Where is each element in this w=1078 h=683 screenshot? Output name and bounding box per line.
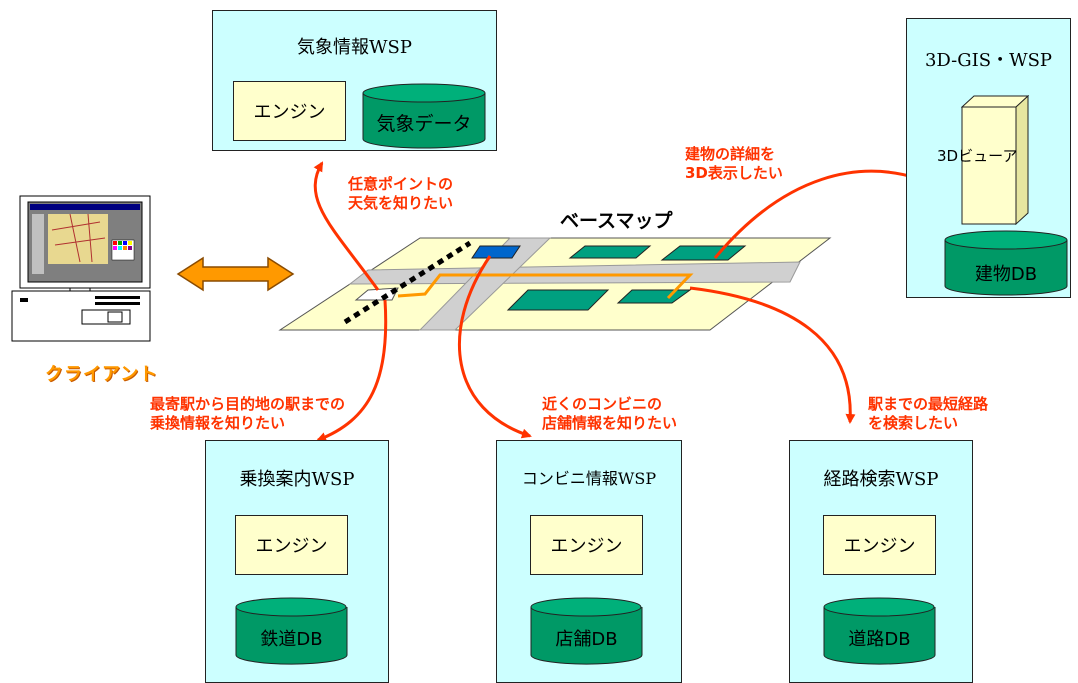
route-wsp-title: 経路検索WSP [823,469,939,490]
base-map [278,237,832,331]
arrow-transit [316,299,388,442]
building-annotation-line2: 3D表示したい [685,164,783,182]
store-annotation: 近くのコンビニの 店舗情報を知りたい [542,395,677,433]
building-3 [506,289,610,311]
route-annotation-line1: 駅までの最短経路 [868,395,989,413]
building-annotation-line1: 建物の詳細を [685,145,776,163]
building-annotation: 建物の詳細を 3D表示したい [685,145,783,183]
weather-wsp-title: 気象情報WSP [297,37,412,58]
weather-wsp-box: 気象情報WSP エンジン 気象データ [212,10,497,151]
building-1 [568,245,652,259]
client-computer-icon [11,195,151,342]
arrow-weather [313,161,380,291]
store-annotation-line2: 店舗情報を知りたい [542,414,678,432]
route-wsp-box: 経路検索WSP エンジン 道路DB [789,440,973,683]
building-blue [471,245,521,259]
arrow-convenience [458,255,532,439]
store-db-label: 店舗DB [555,629,618,650]
railway-db-label: 鉄道DB [260,629,323,650]
weather-annotation: 任意ポイントの 天気を知りたい [348,175,453,213]
road-db-label: 道路DB [848,629,911,650]
convenience-wsp-box: コンビニ情報WSP エンジン 店舗DB [496,440,682,683]
transit-annotation-line2: 乗換情報を知りたい [150,414,286,432]
weather-engine: エンジン [233,81,346,141]
building-db-label: 建物DB [974,264,1038,285]
railway-line [343,240,472,325]
building-db: 建物DB [944,230,1068,296]
3d-viewer-label: 3Dビューア [937,147,1018,165]
client-label: クライアント [45,364,159,385]
railway-db: 鉄道DB [235,597,348,665]
store-annotation-line1: 近くのコンビニの [542,395,663,413]
arrow-route [689,286,856,424]
gis3d-wsp-box: 3D-GIS・WSP 3Dビューア 建物DB [906,18,1071,298]
shortest-route-line [397,273,694,300]
weather-annotation-line1: 任意ポイントの [348,175,454,193]
weather-data-db: 気象データ [362,83,486,149]
convenience-wsp-title: コンビニ情報WSP [521,469,657,488]
road-db: 道路DB [823,597,936,665]
weather-annotation-line2: 天気を知りたい [348,194,454,212]
transit-wsp-title: 乗換案内WSP [239,469,355,490]
convenience-engine: エンジン [530,515,643,575]
gis3d-wsp-title: 3D-GIS・WSP [924,50,1053,71]
transit-engine: エンジン [235,515,348,575]
transit-wsp-box: 乗換案内WSP エンジン 鉄道DB [205,440,389,683]
weather-data-db-label: 気象データ [376,113,472,135]
transit-annotation-line1: 最寄駅から目的地の駅までの [150,395,346,413]
route-annotation: 駅までの最短経路 を検索したい [868,395,988,433]
diagonal-road [418,237,552,331]
route-engine: エンジン [823,515,936,575]
basemap-label: ベースマップ [560,210,673,232]
store-db: 店舗DB [530,597,643,665]
3d-viewer-block [961,95,1029,225]
route-annotation-line2: を検索したい [868,414,959,432]
bidirectional-arrow-icon [176,256,295,292]
transit-annotation: 最寄駅から目的地の駅までの 乗換情報を知りたい [150,395,345,433]
